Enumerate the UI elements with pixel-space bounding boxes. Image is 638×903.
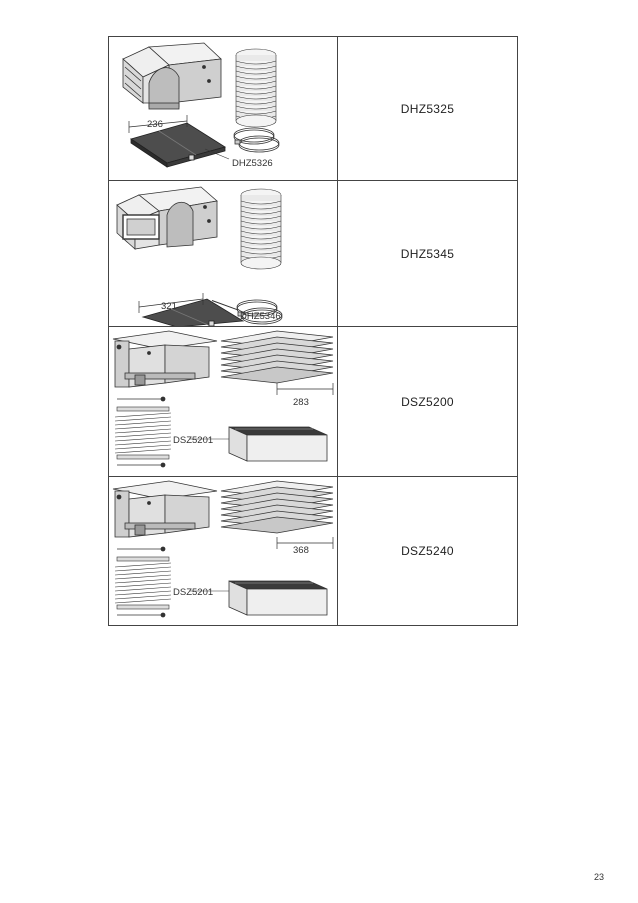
dimension-line	[276, 383, 334, 395]
dimension-line	[128, 115, 188, 133]
accessory-code: DHZ5345	[400, 246, 455, 261]
accessory-code: DHZ5325	[400, 101, 455, 116]
wall-bracket-drawing	[112, 330, 218, 388]
accessory-illustration: 321	[109, 181, 338, 326]
filter-plate-drawing	[141, 298, 245, 326]
accessory-illustration: 368 DSZ5	[109, 477, 338, 625]
table-row: 283 DSZ5	[109, 327, 517, 477]
dimension-line	[276, 537, 334, 549]
part-label: DSZ5201	[173, 435, 213, 446]
flexible-hose-drawing	[240, 188, 282, 270]
chimney-sections-drawing	[220, 480, 334, 534]
filter-plate-drawing	[130, 122, 226, 168]
flexible-hose-drawing	[114, 556, 172, 610]
screws-drawing	[117, 396, 166, 468]
dimension-label: 368	[293, 545, 309, 556]
screws-drawing	[117, 546, 166, 618]
duct-adapter-drawing	[122, 42, 222, 110]
hose-clamps-drawing	[233, 127, 280, 153]
wall-bracket-drawing	[112, 480, 218, 538]
table-row: 236 DHZ5326 DHZ5325	[109, 37, 517, 181]
accessory-illustration: 283 DSZ5	[109, 327, 338, 476]
dimension-line	[138, 293, 204, 313]
carbon-filter-box-drawing	[228, 580, 328, 616]
table-row: 321 DHZ5345	[109, 181, 517, 327]
accessory-code: DSZ5200	[401, 394, 454, 409]
carbon-filter-box-drawing	[228, 426, 328, 462]
hose-clamps-drawing	[236, 299, 283, 325]
dimension-label: 236	[147, 119, 163, 130]
dimension-label: 321	[161, 301, 177, 312]
flexible-hose-drawing	[235, 48, 277, 128]
accessory-code: DSZ5240	[401, 544, 454, 558]
table-row: 368 DSZ5	[109, 477, 517, 625]
chimney-sections-drawing	[220, 330, 334, 384]
flexible-hose-drawing	[114, 406, 172, 460]
accessories-table: 236 DHZ5326 DHZ5325	[108, 36, 518, 626]
duct-adapter-drawing	[116, 186, 218, 250]
part-label: DSZ5201	[173, 587, 213, 598]
dimension-label: 283	[293, 397, 309, 408]
page-number: 23	[593, 872, 604, 882]
part-label: DHZ5326	[232, 158, 273, 169]
part-label: DHZ5346	[240, 311, 281, 322]
accessory-illustration: 236 DHZ5326	[109, 37, 338, 180]
